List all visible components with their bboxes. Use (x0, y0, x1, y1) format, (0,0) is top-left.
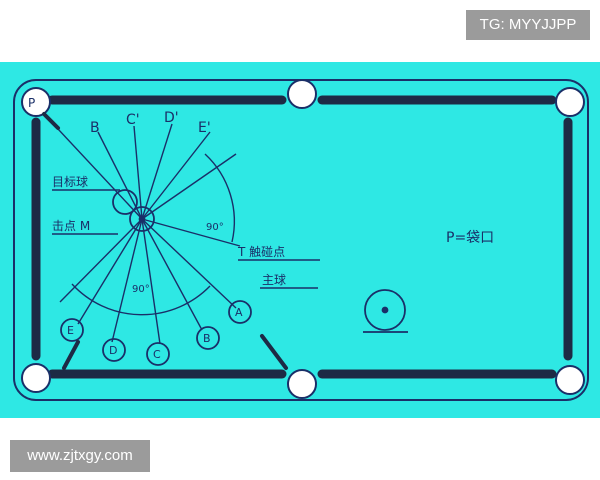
target-ball (112, 189, 138, 215)
ball-markers (60, 189, 408, 366)
ghost-ball (129, 206, 155, 232)
point-label-E: E' (198, 120, 211, 136)
angle-label-bottom: 90° (132, 284, 150, 295)
label-underlines (52, 189, 320, 289)
circle-label-C: C (153, 348, 161, 361)
diagram-labels: P B C' D' E' 目标球 击点 M T 触碰点 主球 P=袋口 90° … (28, 96, 494, 361)
pocket-top-middle (287, 79, 317, 109)
pocket-bottom-middle (287, 369, 317, 399)
pocket-bottom-left (21, 363, 51, 393)
circle-label-E: E (67, 324, 74, 337)
pocket-top-left (21, 87, 51, 117)
point-label-C: C' (126, 112, 140, 128)
cue-ball-label: 主球 (262, 273, 286, 287)
diagram-canvas (13, 79, 589, 401)
point-label-D: D' (164, 110, 179, 126)
angle-label-right: 90° (206, 222, 224, 233)
watermark-tg: TG: MYYJJPP (466, 10, 590, 40)
pocket-bottom-right (555, 365, 585, 395)
cushion-rails (31, 95, 573, 379)
pocket-label: P (28, 96, 35, 110)
circle-label-B: B (203, 332, 211, 345)
circle-C (146, 342, 170, 366)
pockets (21, 79, 585, 399)
pocket-top-right (555, 87, 585, 117)
tangent-point-label: T 触碰点 (237, 245, 285, 259)
pool-table-diagram: P B C' D' E' 目标球 击点 M T 触碰点 主球 P=袋口 90° … (0, 62, 600, 418)
circle-label-D: D (109, 344, 117, 357)
circle-B (196, 326, 220, 350)
point-label-B: B (90, 120, 100, 136)
cue-ball-illustration (364, 289, 406, 331)
target-ball-label: 目标球 (52, 175, 88, 189)
legend-pocket: P=袋口 (446, 230, 494, 246)
circle-A (228, 300, 252, 324)
cue-sticks (42, 112, 288, 370)
target-point-label: 击点 M (52, 219, 90, 233)
circle-E (60, 318, 84, 342)
circle-D (102, 338, 126, 362)
watermark-site: www.zjtxgy.com (10, 440, 150, 472)
circle-label-A: A (235, 306, 243, 319)
aim-lines (43, 113, 241, 345)
